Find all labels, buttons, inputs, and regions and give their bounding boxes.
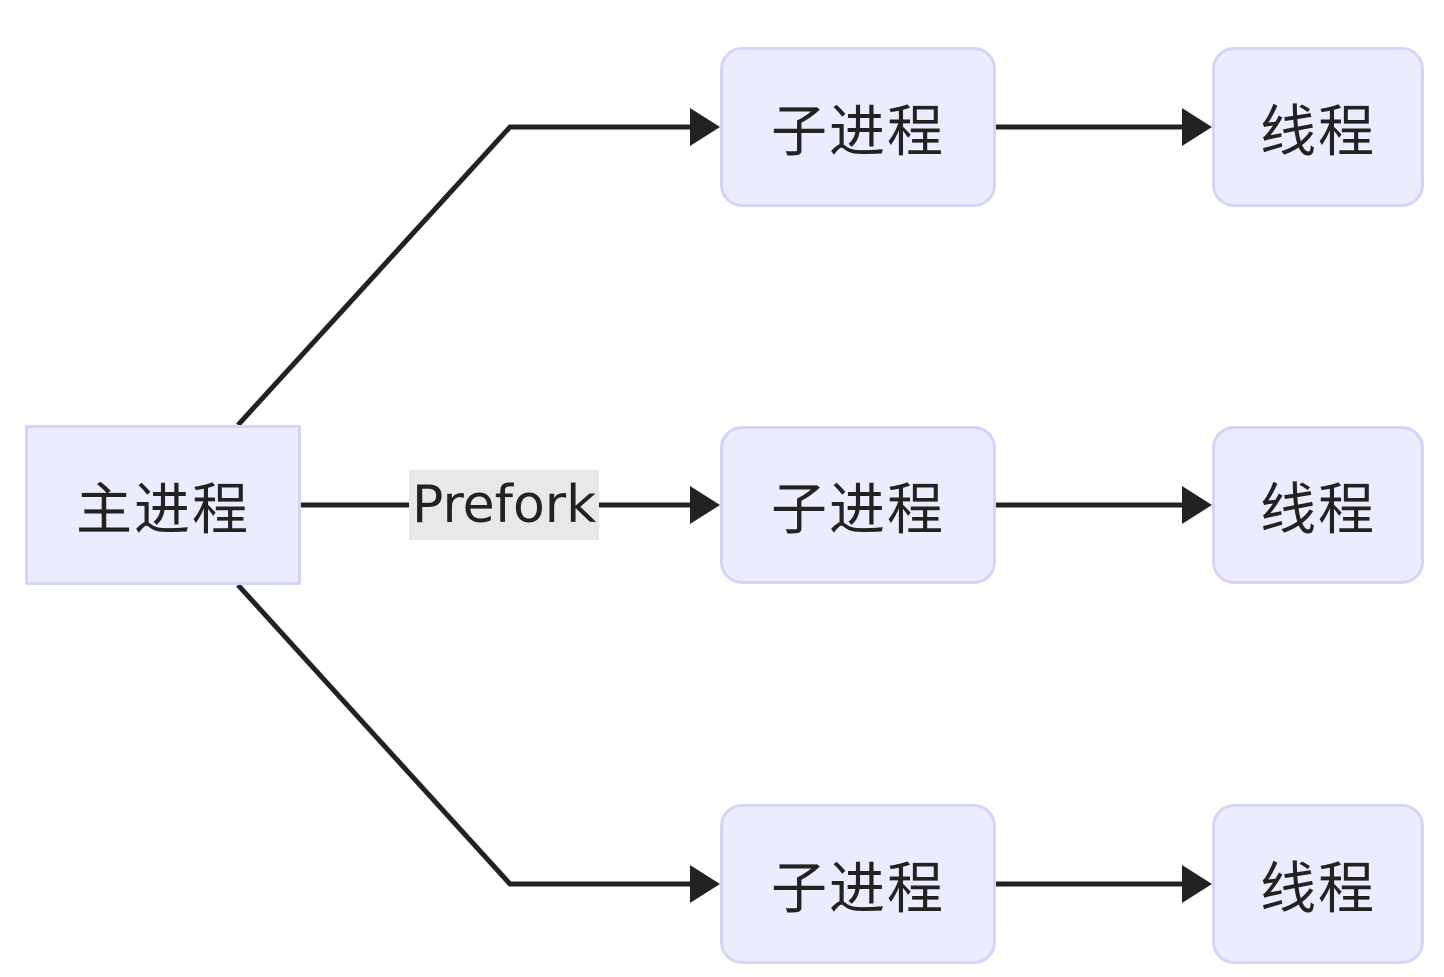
child-process-node: 子进程 [720, 804, 996, 964]
child-process-node: 子进程 [720, 426, 996, 584]
child-process-label: 子进程 [771, 477, 945, 543]
arrowhead-child-3 [690, 865, 720, 903]
thread-label: 线程 [1260, 99, 1376, 165]
child-process-label: 子进程 [771, 99, 945, 165]
thread-label: 线程 [1260, 477, 1376, 543]
main-process-node: 主进程 [25, 425, 301, 585]
prefork-edge-label: Prefork [409, 470, 600, 540]
thread-node: 线程 [1212, 47, 1424, 207]
arrowhead-thread-3 [1182, 865, 1212, 903]
arrowhead-thread-2 [1182, 486, 1212, 524]
thread-label: 线程 [1260, 856, 1376, 922]
arrowhead-child-1 [690, 108, 720, 146]
edge-main-to-child-3 [236, 583, 690, 887]
arrowhead-child-2 [690, 486, 720, 524]
main-process-label: 主进程 [76, 477, 250, 543]
edge-main-to-child-1 [236, 124, 690, 427]
child-process-node: 子进程 [720, 47, 996, 207]
child-process-label: 子进程 [771, 856, 945, 922]
thread-node: 线程 [1212, 804, 1424, 964]
arrowhead-thread-1 [1182, 108, 1212, 146]
thread-node: 线程 [1212, 426, 1424, 584]
